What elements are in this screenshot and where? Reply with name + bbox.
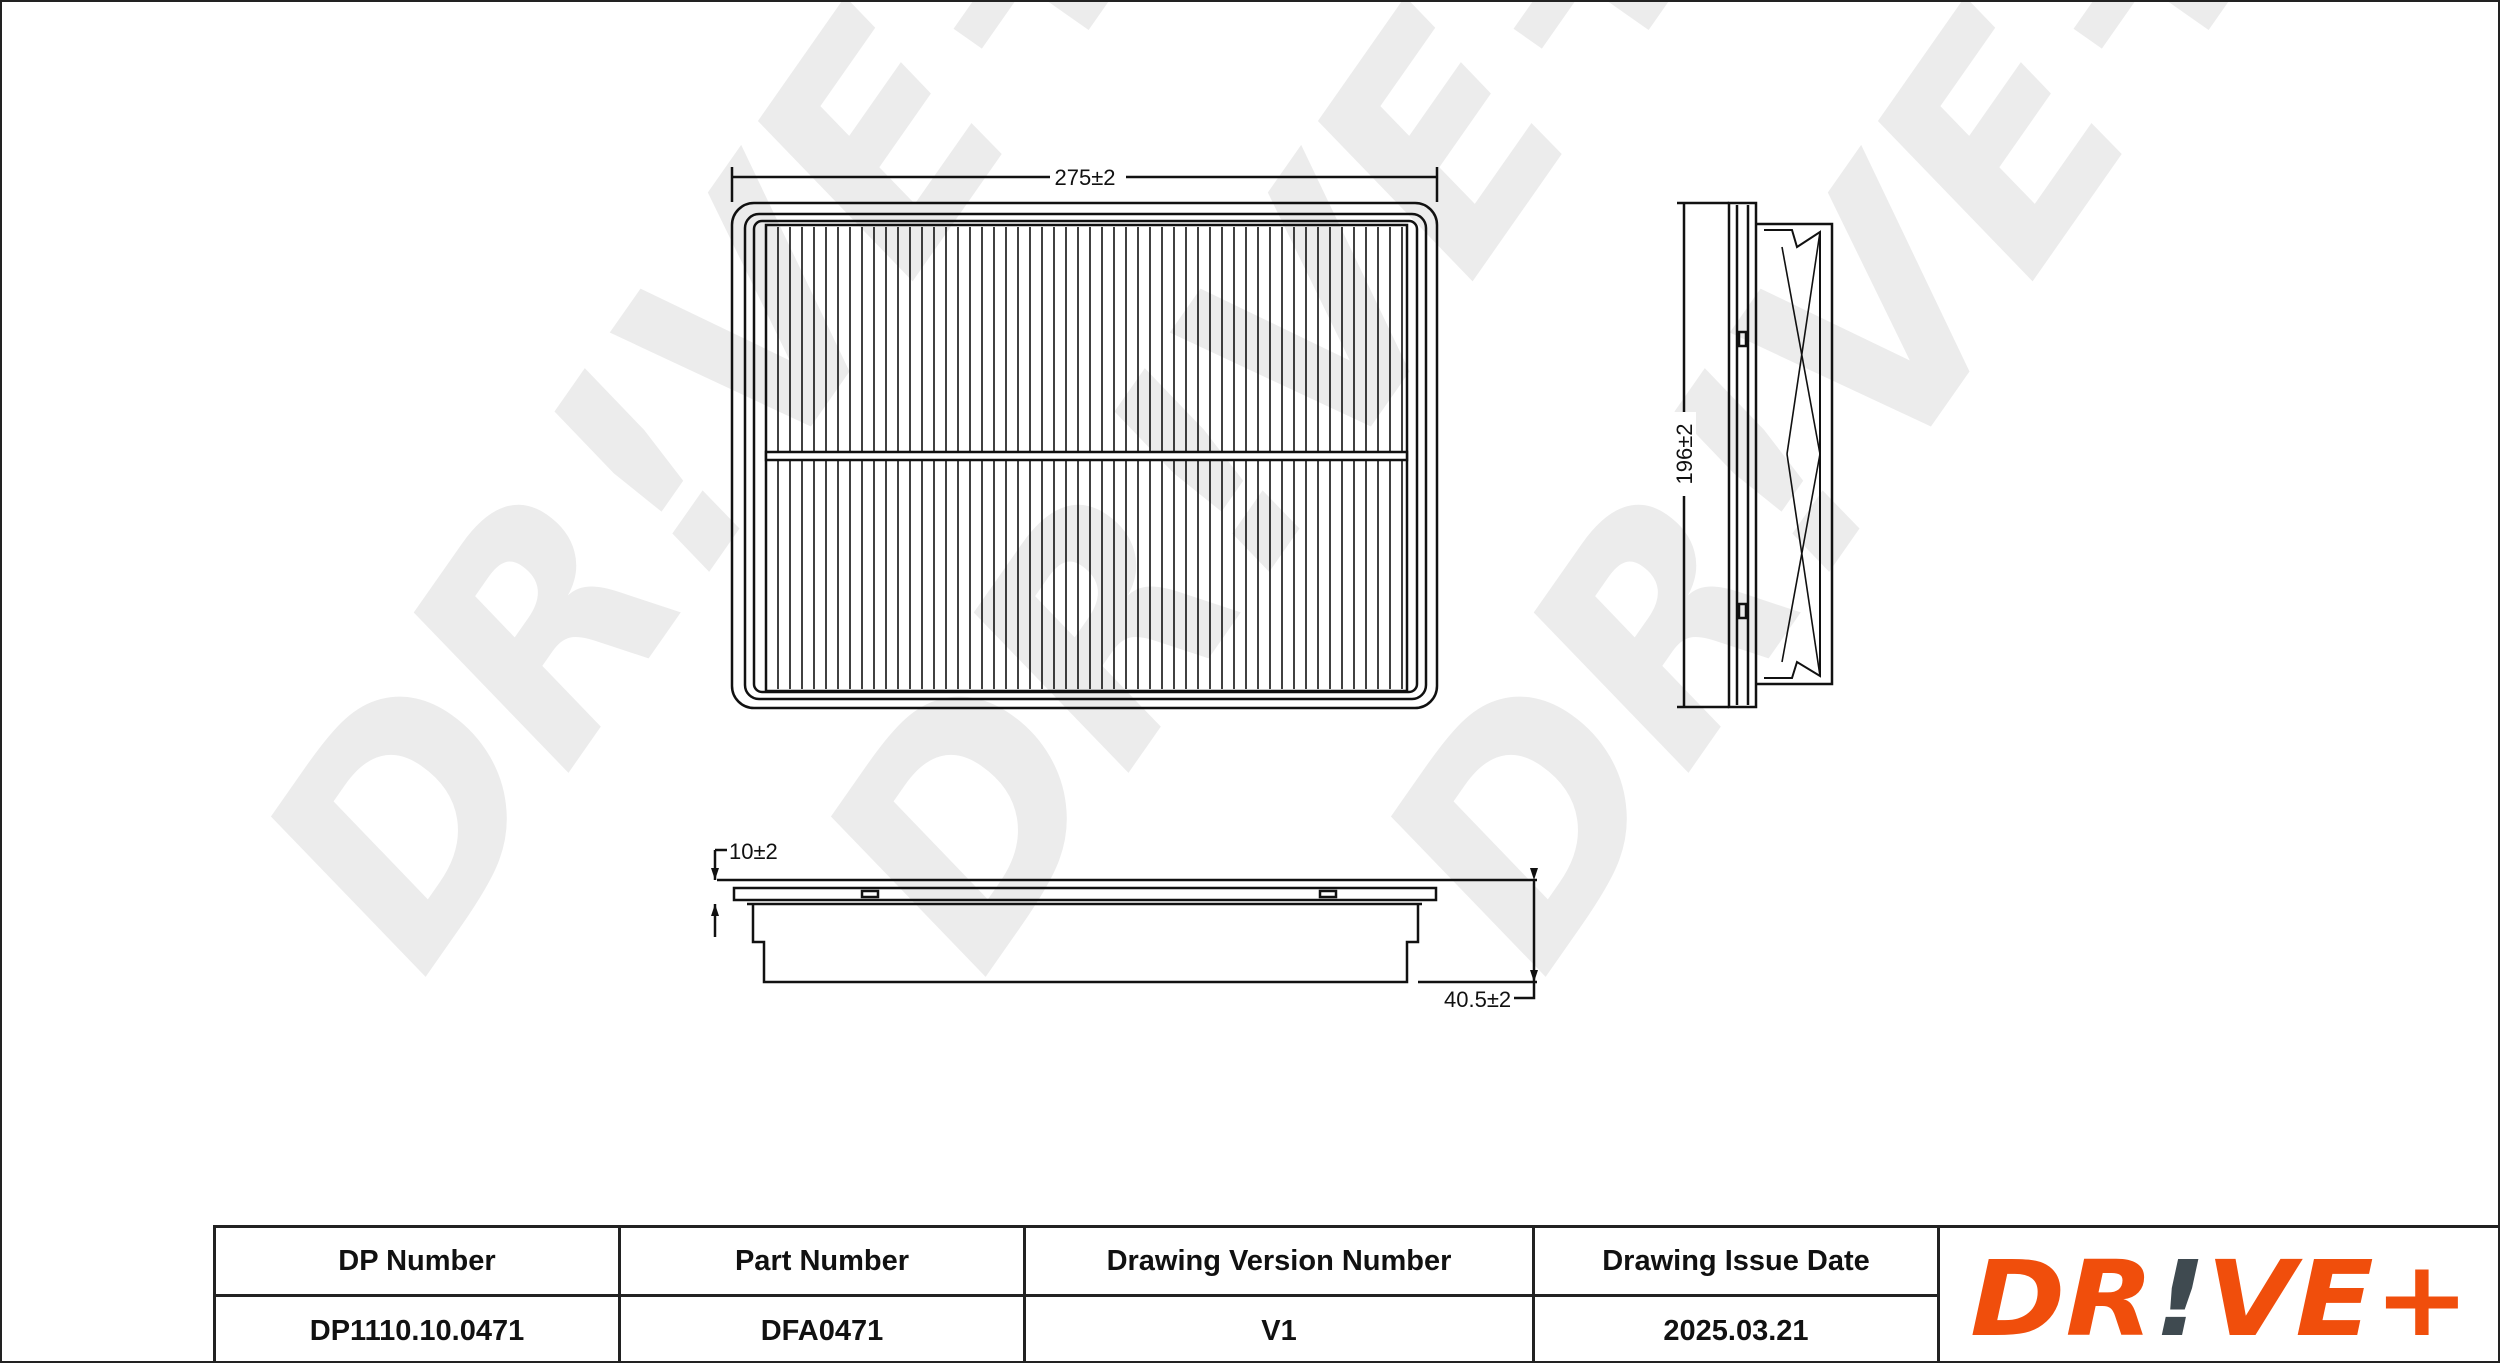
drive-logo: DR!VE+ [1938, 1228, 2498, 1361]
watermarks: DR!VE+ DR!VE+ DR!VE+ [194, 2, 2349, 1023]
header-issue-date: Drawing Issue Date [1535, 1228, 1940, 1297]
side-body [1756, 222, 1834, 686]
center-support-bar [764, 450, 1409, 462]
flange-dimension-label: 10±2 [729, 839, 778, 864]
outer-frame [730, 201, 1439, 710]
diagonal [1781, 246, 1821, 455]
header-part-number: Part Number [621, 1228, 1026, 1297]
clip [1318, 889, 1338, 899]
width-dimension-label: 275±2 [1054, 165, 1115, 190]
diagonal [1786, 231, 1821, 455]
leader [1514, 982, 1536, 1000]
edge-flange [732, 886, 1438, 902]
clip [1737, 602, 1748, 620]
height-dimension-label: 196±2 [1672, 423, 1697, 484]
front-view [730, 167, 1439, 710]
depth-dimension-label: 40.5±2 [1444, 987, 1511, 1012]
clip [1737, 330, 1748, 348]
value-dp-number: DP1110.10.0471 [216, 1297, 621, 1361]
diagonal [1786, 453, 1821, 677]
edge-body [751, 904, 1420, 984]
value-issue-date: 2025.03.21 [1535, 1297, 1940, 1361]
header-drawing-version: Drawing Version Number [1026, 1228, 1535, 1297]
svg-text:DR!VE+: DR!VE+ [1970, 1247, 2470, 1347]
header-dp-number: DP Number [216, 1228, 621, 1297]
inner-frame [743, 212, 1428, 701]
diagonal [1781, 453, 1821, 663]
title-block: DP Number Part Number Drawing Version Nu… [213, 1225, 2498, 1361]
value-drawing-version: V1 [1026, 1297, 1535, 1361]
side-view [1677, 201, 1834, 709]
edge-view [713, 848, 1537, 1000]
value-part-number: DFA0471 [621, 1297, 1026, 1361]
clip [860, 889, 880, 899]
side-flange [1727, 201, 1758, 709]
logo-mark: DR!VE+ [1970, 1247, 2470, 1347]
